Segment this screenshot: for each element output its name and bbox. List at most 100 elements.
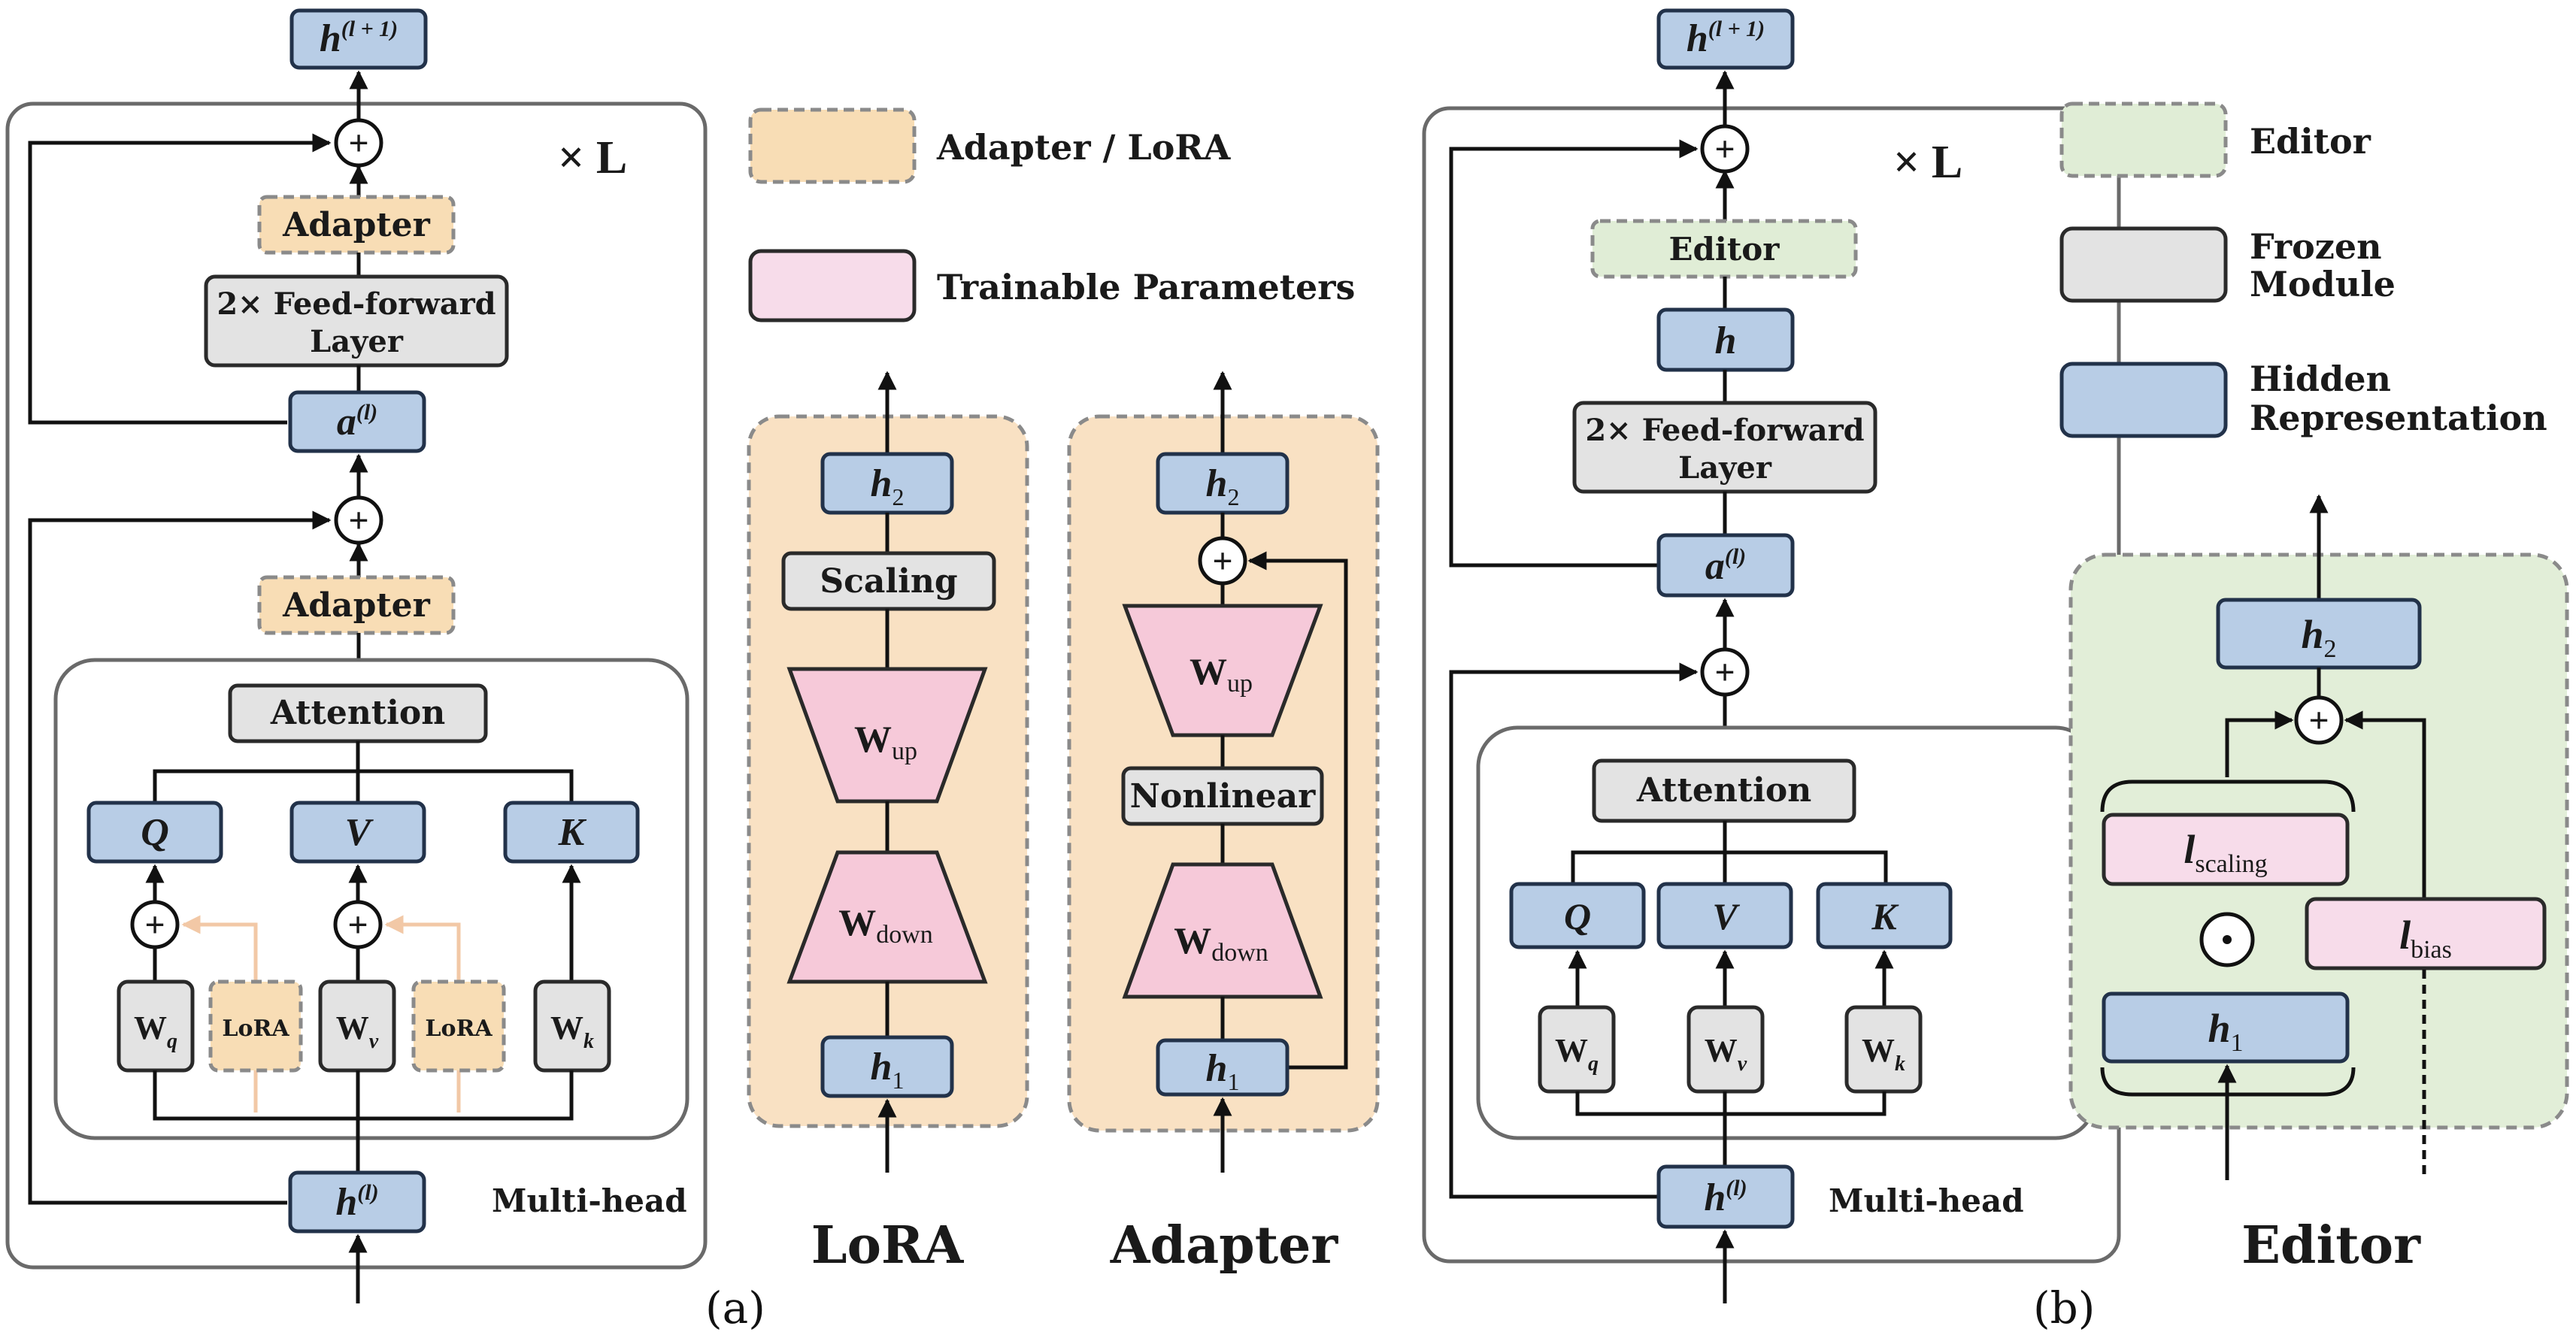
k-box-b: K [1816,882,1953,949]
svg-text:h1: h1 [2208,1006,2243,1057]
q-box-b: Q [1509,882,1646,949]
panel-a: × L h(l + 1) + Adapter 2× Feed-forward L… [5,8,765,1333]
caption-b: (b) [2033,1282,2095,1333]
adapter-h1-box: h1 [1156,1038,1290,1097]
svg-text:Wv: Wv [336,1010,379,1053]
h-box-b: h [1656,307,1795,372]
legend-swatch-frozen [2059,226,2228,303]
svg-text:Wq: Wq [134,1010,177,1053]
svg-text:V: V [345,811,374,854]
svg-text:Scaling: Scaling [820,562,957,601]
adapter-detail: h2 + Wup Nonlinear Wdown h1 Adapter [1067,371,1380,1276]
adapter-title: Adapter [1110,1215,1339,1276]
svg-text:Wk: Wk [550,1010,594,1053]
l-bias-box: lbias [2305,897,2547,970]
legend-b: Editor Frozen Module Hidden Representati… [2059,101,2547,438]
h-l-box-b: h(l) [1656,1164,1795,1229]
lora-wup-trapezoid: Wup [786,667,988,804]
svg-text:h: h [1715,319,1737,362]
svg-text:2× Feed-forward: 2× Feed-forward [1585,413,1864,448]
legend-label-frozen-1: Frozen [2250,226,2382,267]
lora-scaling-box: Scaling [781,551,996,611]
wv-box-a: Wv [318,979,396,1073]
svg-text:+: + [347,905,368,945]
svg-text:Adapter: Adapter [282,206,430,244]
svg-text:+: + [1714,129,1735,169]
h-next-label: h(l + 1) [320,17,398,60]
svg-text:Layer: Layer [1678,450,1772,486]
svg-text:h(l): h(l) [1704,1176,1747,1219]
l-scaling-box: lscaling [2102,813,2350,886]
legend-label-hidden-1: Hidden [2250,359,2391,399]
svg-text:lbias: lbias [2399,913,2452,964]
svg-text:+: + [1212,541,1232,581]
svg-text:LoRA: LoRA [222,1016,289,1042]
repeat-label-b: × L [1893,137,1962,188]
wk-box-b: Wk [1844,1005,1923,1094]
svg-text:Nonlinear: Nonlinear [1130,777,1316,816]
caption-a: (a) [705,1282,765,1333]
svg-text:K: K [1871,895,1899,937]
svg-text:+: + [348,501,368,540]
attention-box-a: Attention [228,683,488,743]
ffn-box-a: 2× Feed-forward Layer [204,274,509,368]
wq-box-b: Wq [1538,1005,1616,1094]
plus-icon: + [348,123,368,163]
svg-text:Attention: Attention [1636,771,1811,810]
svg-text:Wq: Wq [1555,1032,1599,1076]
legend-swatch-editor [2059,101,2228,178]
attention-box-b: Attention [1592,758,1856,823]
lora-title: LoRA [811,1215,965,1276]
a-l-box-b: a(l) [1656,533,1795,598]
editor-box-b: Editor [1590,219,1858,279]
svg-text:Q: Q [1564,895,1591,937]
svg-text:Wv: Wv [1705,1032,1747,1076]
v-box-b: V [1656,882,1793,949]
layer-block-outline-b [1422,106,2121,1264]
svg-text:h2: h2 [2301,612,2336,663]
svg-text:Wk: Wk [1862,1032,1905,1076]
svg-text:+: + [1714,652,1735,692]
svg-text:h(l): h(l) [335,1180,378,1224]
svg-text:h2: h2 [1206,462,1240,510]
wq-box-a: Wq [117,979,195,1073]
h-l-box-a: h(l) [288,1170,426,1234]
svg-text:h2: h2 [871,462,905,510]
v-box-a: V [289,801,426,864]
legend-swatch-hidden [2059,362,2228,438]
multihead-label-a: Multi-head [492,1182,687,1219]
wk-box-a: Wk [533,979,611,1073]
lora-box-q: LoRA [208,979,303,1073]
svg-text:h1: h1 [871,1046,905,1094]
svg-text:Wup: Wup [854,718,917,765]
lora-h2-box: h2 [820,452,954,515]
ffn-box-b: 2× Feed-forward Layer [1572,401,1877,494]
svg-text:LoRA: LoRA [425,1016,492,1042]
adapter-wdown-trapezoid: Wdown [1122,862,1323,999]
svg-text:K: K [558,811,587,854]
legend-label-frozen-2: Module [2250,264,2396,304]
adapter-top-box: Adapter [257,195,456,255]
legend-label-trainable: Trainable Parameters [937,267,1355,307]
svg-text:Editor: Editor [1669,231,1780,268]
svg-text:a(l): a(l) [1705,544,1746,588]
h-next-box-b: h(l + 1) [1656,8,1795,70]
svg-text:h(l + 1): h(l + 1) [1687,17,1765,60]
legend-label-adapter-lora: Adapter / LoRA [936,127,1232,168]
legend-label-hidden-2: Representation [2250,398,2547,438]
legend-swatch-trainable [748,249,917,322]
editor-h1-box: h1 [2102,991,2350,1064]
lora-detail: h2 Scaling Wup Wdown h1 LoRA [747,371,1029,1276]
legend-swatch-adapter-lora [748,107,917,184]
a-l-box-a: a(l) [288,390,426,453]
adapter-wup-trapezoid: Wup [1122,604,1323,737]
panel-b: × L h(l + 1) + Editor h 2× Feed-forward … [1422,8,2121,1333]
svg-text:Attention: Attention [270,694,445,732]
adapter-mid-box: Adapter [257,575,456,635]
editor-h2-box: h2 [2216,598,2422,670]
editor-bracket-top [2100,780,2356,813]
k-box-a: K [503,801,640,864]
lora-wdown-trapezoid: Wdown [786,850,988,984]
svg-text:h1: h1 [1206,1047,1240,1095]
